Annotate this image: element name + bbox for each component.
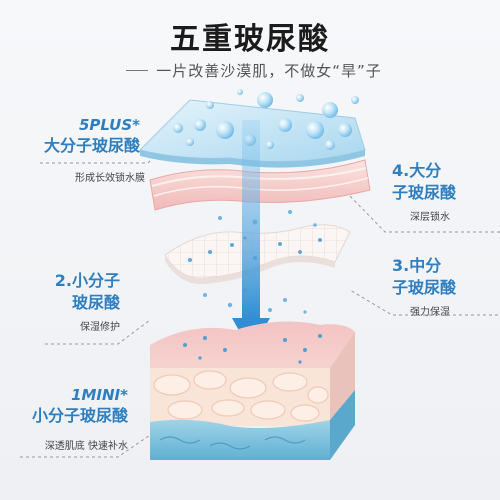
layer-1-name: 大分子玻尿酸 bbox=[43, 136, 140, 155]
layer-5-name: 小分子玻尿酸 bbox=[31, 406, 128, 425]
page-subtitle: 一片改善沙漠肌，不做女“旱”子 bbox=[0, 60, 500, 81]
label-layer-5: 1MINI* 小分子玻尿酸 深透肌底 快速补水 bbox=[8, 385, 128, 455]
layer-2-line1: 4.大分 bbox=[392, 161, 442, 180]
layer-4-line2: 子玻尿酸 bbox=[392, 278, 457, 297]
layer-3-line1: 2.小分子 bbox=[54, 271, 120, 290]
leader-line-l1 bbox=[40, 149, 161, 164]
layer-3-desc: 保湿修护 bbox=[80, 322, 120, 333]
layer-5-desc: 深透肌底 快速补水 bbox=[44, 441, 128, 452]
label-layer-4: 3.中分 子玻尿酸 强力保湿 bbox=[392, 255, 492, 321]
label-layer-2: 4.大分 子玻尿酸 深层锁水 bbox=[392, 160, 492, 226]
leader-line-l3 bbox=[45, 319, 151, 345]
page-title: 五重玻尿酸 bbox=[170, 22, 330, 57]
leader-line-l2 bbox=[349, 195, 500, 233]
label-layer-3: 2.小分子 玻尿酸 保湿修护 bbox=[20, 270, 120, 336]
layer-2-desc: 深层锁水 bbox=[410, 212, 450, 223]
layer-1-desc: 形成长效锁水膜 bbox=[75, 173, 145, 184]
layer-4-desc: 强力保湿 bbox=[410, 307, 450, 318]
dash-left bbox=[126, 69, 149, 71]
leader-lines bbox=[20, 149, 500, 458]
skin-block-layer bbox=[150, 321, 355, 460]
layer-3-line2: 玻尿酸 bbox=[71, 293, 120, 312]
layer-1-tag: 5PLUS* bbox=[79, 116, 140, 134]
layer-2-line2: 子玻尿酸 bbox=[392, 183, 457, 202]
leader-line-l4 bbox=[349, 289, 498, 316]
layer-5-tag: 1MINI* bbox=[71, 386, 128, 404]
layer-4-line1: 3.中分 bbox=[392, 256, 442, 275]
molecule-dots bbox=[173, 89, 359, 150]
label-layer-1: 5PLUS* 大分子玻尿酸 形成长效锁水膜 bbox=[20, 115, 145, 187]
leader-line-l5 bbox=[20, 434, 151, 458]
subtitle-text: 一片改善沙漠肌，不做女“旱”子 bbox=[156, 62, 382, 80]
